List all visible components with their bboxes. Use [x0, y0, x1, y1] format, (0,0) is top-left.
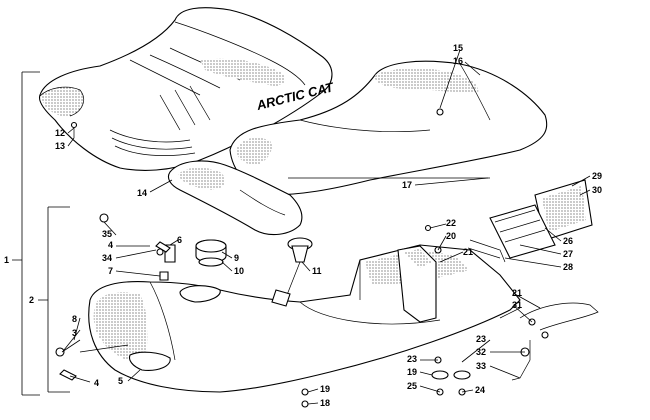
callout-29: 29	[592, 171, 602, 181]
group-bracket-1	[12, 71, 40, 396]
callout-21-lower: 21	[512, 288, 522, 298]
callout-32: 32	[476, 347, 486, 357]
group-bracket-2	[38, 206, 70, 393]
callout-9: 9	[234, 253, 239, 263]
taillight-icon	[467, 179, 593, 263]
callout-30: 30	[592, 185, 602, 195]
callout-33: 33	[476, 361, 486, 371]
callout-4-upper: 4	[108, 240, 113, 250]
callout-13: 13	[55, 141, 65, 151]
callout-5: 5	[118, 376, 123, 386]
callout-7: 7	[108, 266, 113, 276]
leader-lines	[61, 49, 591, 405]
callout-35: 35	[102, 229, 112, 239]
bracket-icon	[499, 302, 599, 381]
callout-34: 34	[102, 253, 112, 263]
gas-tank-icon	[88, 244, 521, 393]
callout-14: 14	[137, 188, 147, 198]
callout-21-upper: 21	[463, 247, 473, 257]
callout-12: 12	[55, 128, 65, 138]
callout-19-right: 19	[320, 384, 330, 394]
fuel-gauge-icon	[271, 237, 313, 307]
callout-27: 27	[563, 249, 573, 259]
callout-24: 24	[475, 385, 485, 395]
callout-23-right: 23	[476, 334, 486, 344]
callout-23-left: 23	[407, 354, 417, 364]
callout-25: 25	[407, 381, 417, 391]
callout-22: 22	[446, 218, 456, 228]
callout-labels: 1 2 3 4 4 5 6 7 8 9 10 11 12 13 14 15 16…	[4, 43, 602, 408]
callout-16: 16	[453, 56, 463, 66]
callout-3: 3	[72, 328, 77, 338]
callout-1: 1	[4, 255, 9, 265]
callout-18: 18	[320, 398, 330, 408]
callout-11: 11	[312, 266, 322, 276]
callout-4-lower: 4	[94, 378, 99, 388]
callout-10: 10	[234, 266, 244, 276]
callout-19-left: 19	[407, 367, 417, 377]
callout-20: 20	[446, 231, 456, 241]
callout-31: 31	[512, 300, 522, 310]
callout-26: 26	[563, 236, 573, 246]
callout-6: 6	[177, 235, 182, 245]
callout-17: 17	[402, 180, 412, 190]
callout-8: 8	[72, 314, 77, 324]
fastener-icon	[55, 121, 549, 408]
tank-cap-icon	[159, 239, 227, 281]
callout-2: 2	[29, 295, 34, 305]
seat-assembly-icon	[167, 60, 548, 236]
callout-28: 28	[563, 262, 573, 272]
callout-15: 15	[453, 43, 463, 53]
